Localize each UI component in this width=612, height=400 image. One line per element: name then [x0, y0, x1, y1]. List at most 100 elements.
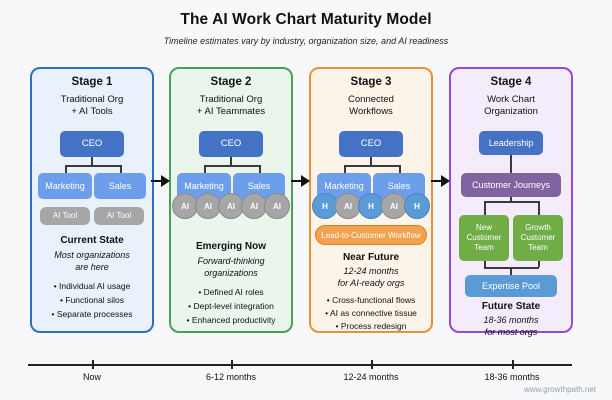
bullet-item: Defined AI roles	[171, 285, 291, 299]
stage-3-subtitle-line1: Connected	[348, 94, 394, 105]
stage-2-state-title: Emerging Now	[195, 241, 266, 252]
ai-teammate-circle: AI	[335, 193, 361, 219]
connector-line	[370, 157, 372, 165]
ceo-node: CEO	[199, 131, 263, 157]
connector-line	[510, 197, 512, 202]
timeline-label-12-24: 12-24 months	[343, 372, 399, 382]
leadership-node: Leadership	[479, 131, 543, 155]
arrow-head-icon	[161, 175, 170, 187]
stage-4-card: Stage 4 Work Chart Organization Leadersh…	[449, 67, 573, 337]
timeline-tick	[231, 360, 233, 369]
stage-4-title: Stage 4	[490, 76, 532, 88]
connector-line	[510, 267, 512, 275]
connector-line	[91, 157, 93, 165]
connector-line	[538, 201, 540, 215]
timeline-label-18-36: 18-36 months	[484, 372, 540, 382]
connector-line	[120, 165, 122, 173]
stage-3-state-note-line2: for AI-ready orgs	[337, 278, 405, 288]
stage-3-card: Stage 3 Connected Workflows CEO Marketin…	[309, 67, 433, 333]
ai-tool-node: AI Tool	[94, 207, 144, 225]
stage-3-state-title: Near Future	[342, 252, 400, 263]
ceo-node: CEO	[60, 131, 124, 157]
connector-line	[344, 165, 346, 173]
stage-4-state-note-line2: for most orgs	[484, 327, 538, 337]
stage-2-subtitle-line1: Traditional Org	[199, 94, 263, 105]
stage-transition-arrow	[431, 175, 450, 187]
stage-2-subtitle: Traditional Org + AI Teammates	[171, 94, 291, 118]
connector-line	[65, 165, 67, 173]
arrow-shaft	[291, 180, 302, 182]
human-circle: H	[404, 193, 430, 219]
connector-line	[344, 165, 399, 167]
stage-3-subtitle: Connected Workflows	[311, 94, 431, 118]
timeline-tick	[512, 360, 514, 369]
connector-line	[510, 155, 512, 173]
connector-line	[204, 165, 259, 167]
page-title: The AI Work Chart Maturity Model	[180, 11, 432, 28]
connector-line	[399, 165, 401, 173]
marketing-node: Marketing	[38, 173, 92, 199]
connector-line	[484, 261, 486, 267]
stage-1-card: Stage 1 Traditional Org + AI Tools CEO M…	[30, 67, 154, 333]
stage-transition-arrow	[291, 175, 310, 187]
arrow-shaft	[151, 180, 162, 182]
customer-journeys-node: Customer Journeys	[461, 173, 561, 197]
stage-2-subtitle-line2: + AI Teammates	[196, 106, 266, 117]
bullet-item: Enhanced productivity	[171, 313, 291, 327]
stage-2-card: Stage 2 Traditional Org + AI Teammates C…	[169, 67, 293, 333]
stage-4-state-note-line1: 18-36 months	[483, 315, 539, 325]
bullet-item: Separate processes	[32, 307, 152, 321]
stage-3-bullet-list: Cross-functional flows AI as connective …	[311, 294, 431, 333]
arrow-shaft	[431, 180, 442, 182]
stage-4-state-title: Future State	[481, 301, 541, 312]
timeline-label-now: Now	[82, 372, 101, 382]
arrow-head-icon	[441, 175, 450, 187]
connector-line	[65, 165, 120, 167]
bullet-item: Functional silos	[32, 293, 152, 307]
ai-teammate-circle: AI	[241, 193, 267, 219]
stage-2-bullet-list: Defined AI roles Dept-level integration …	[171, 285, 291, 327]
stage-1-bullet-list: Individual AI usage Functional silos Sep…	[32, 279, 152, 321]
stage-2-title: Stage 2	[210, 76, 252, 88]
expertise-pool-node: Expertise Pool	[465, 275, 557, 297]
stage-1-subtitle: Traditional Org + AI Tools	[32, 94, 152, 118]
connector-line	[484, 267, 539, 269]
stage-1-state-note-line2: are here	[75, 262, 109, 272]
connector-line	[538, 261, 540, 267]
workflow-pill: Lead-to-Customer Workflow	[315, 225, 427, 245]
growth-customer-team-node: Growth Customer Team	[513, 215, 563, 261]
ai-teammate-circle: AI	[264, 193, 290, 219]
ai-tool-node: AI Tool	[40, 207, 90, 225]
page-subtitle: Timeline estimates vary by industry, org…	[163, 36, 449, 46]
sales-node: Sales	[94, 173, 146, 199]
arrow-head-icon	[301, 175, 310, 187]
timeline-label-6-12: 6-12 months	[205, 372, 257, 382]
ceo-node: CEO	[339, 131, 403, 157]
bullet-item: Process redesign	[311, 320, 431, 333]
connector-line	[230, 157, 232, 165]
bullet-item: Individual AI usage	[32, 279, 152, 293]
human-circle: H	[312, 193, 338, 219]
timeline-axis	[28, 364, 572, 366]
stage-3-title: Stage 3	[350, 76, 392, 88]
connector-line	[484, 201, 539, 203]
stage-1-state-note-line1: Most organizations	[54, 250, 130, 260]
connector-line	[484, 201, 486, 215]
bullet-item: AI as connective tissue	[311, 307, 431, 320]
connector-line	[259, 165, 261, 173]
stage-2-state-note-line2: organizations	[204, 268, 258, 278]
stage-1-title: Stage 1	[71, 76, 113, 88]
stage-4-subtitle-line2: Organization	[484, 106, 538, 117]
stage-1-subtitle-line1: Traditional Org	[60, 94, 124, 105]
stage-4-subtitle: Work Chart Organization	[451, 94, 571, 118]
stage-4-subtitle-line1: Work Chart	[487, 94, 535, 105]
stage-3-state-note-line1: 12-24 months	[343, 266, 399, 276]
stage-transition-arrow	[151, 175, 170, 187]
new-customer-team-node: New Customer Team	[459, 215, 509, 261]
stage-1-subtitle-line2: + AI Tools	[71, 106, 113, 117]
bullet-item: Dept-level integration	[171, 299, 291, 313]
timeline-tick	[92, 360, 94, 369]
stage-2-state-note-line1: Forward-thinking	[197, 256, 265, 266]
ai-teammate-circle: AI	[218, 193, 244, 219]
